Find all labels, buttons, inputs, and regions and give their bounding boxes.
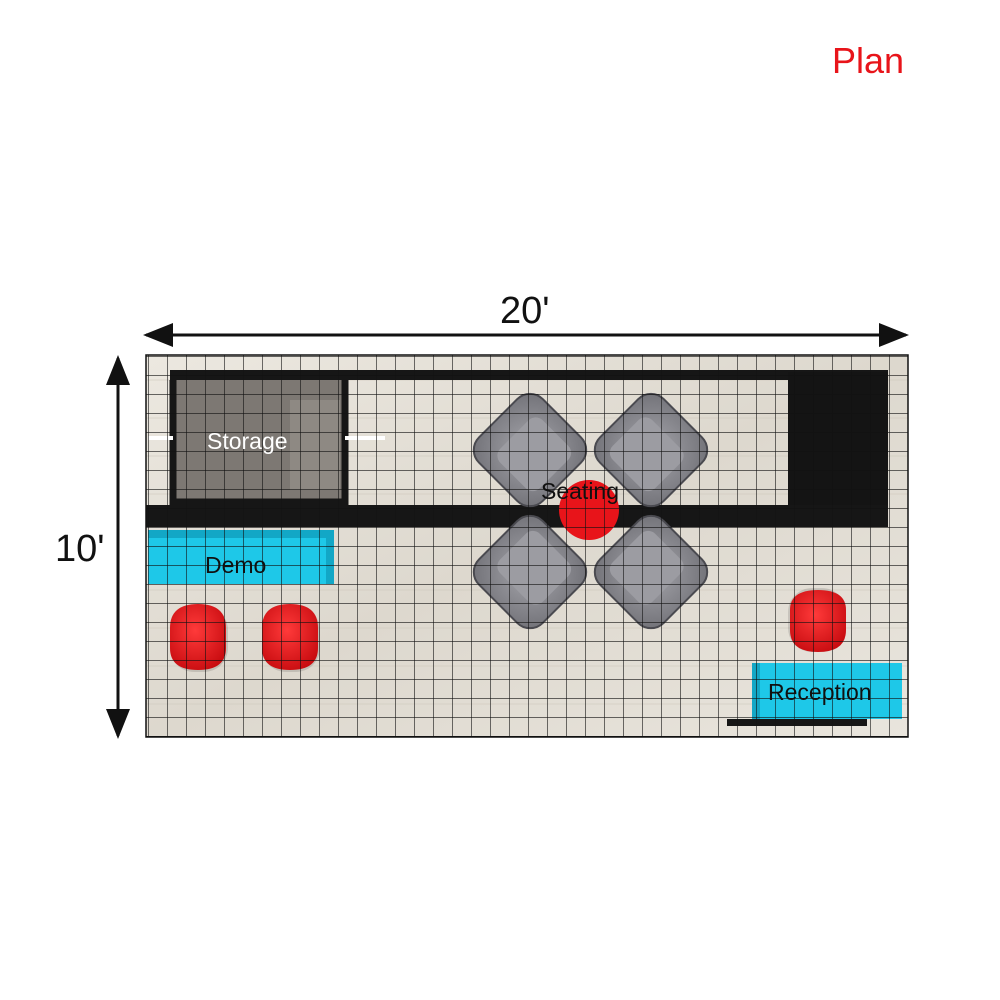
seating-label: Seating — [541, 478, 620, 504]
depth-dimension-label: 10' — [55, 528, 105, 570]
reception-label: Reception — [768, 679, 872, 705]
grid-overlay — [146, 355, 908, 737]
storage-label: Storage — [207, 428, 288, 454]
demo-label: Demo — [205, 552, 267, 578]
booth-outline — [145, 354, 909, 738]
plan-title: Plan — [832, 40, 905, 81]
